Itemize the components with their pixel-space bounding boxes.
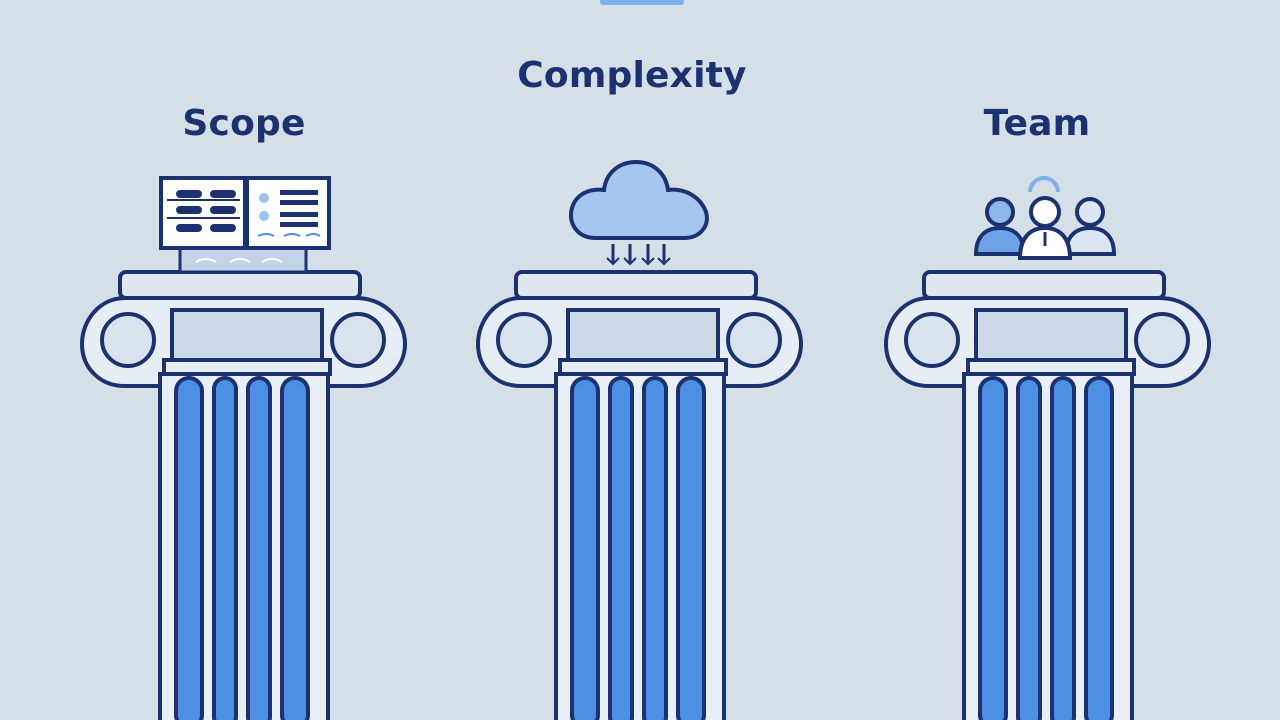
pillar-label-team: Team (983, 103, 1091, 144)
server-rack-icon (159, 176, 331, 274)
pillar-scope (80, 270, 407, 720)
cloud-icon (569, 159, 709, 266)
team-icon (973, 176, 1117, 260)
top-tab-indicator (600, 0, 684, 5)
pillar-complexity (476, 270, 803, 720)
pillar-label-scope: Scope (182, 103, 306, 144)
pillar-team (884, 270, 1211, 720)
pillar-label-complexity: Complexity (517, 55, 747, 96)
